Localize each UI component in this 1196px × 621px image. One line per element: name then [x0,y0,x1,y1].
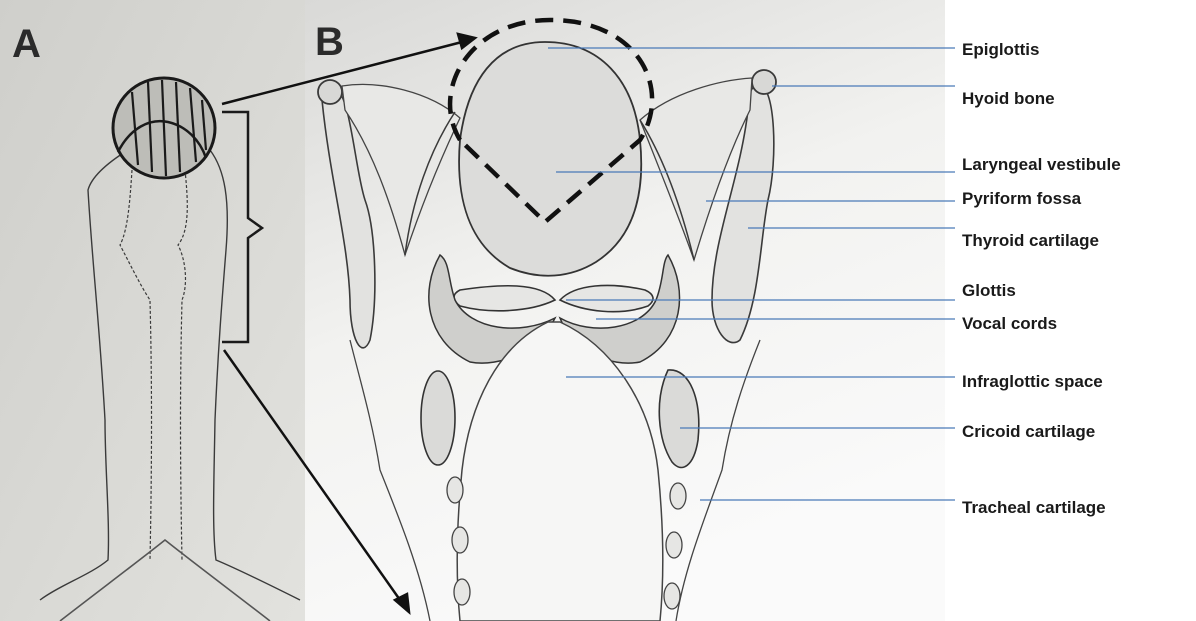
hyoid-left-end [318,80,342,104]
panel-b [305,0,945,621]
label-hyoid-bone: Hyoid bone [962,89,1055,109]
panel-letter-a: A [12,22,41,67]
epiglottis-shape [459,42,641,276]
label-pyriform-fossa: Pyriform fossa [962,189,1081,209]
panel-letter-b: B [315,20,344,65]
label-infraglottic-space: Infraglottic space [962,372,1103,392]
cricoid-left [421,371,455,465]
label-glottis: Glottis [962,281,1016,301]
label-epiglottis: Epiglottis [962,40,1039,60]
label-thyroid-cartilage: Thyroid cartilage [962,231,1099,251]
label-cricoid-cartilage: Cricoid cartilage [962,422,1095,442]
label-vocal-cords: Vocal cords [962,314,1057,334]
label-tracheal-cartilage: Tracheal cartilage [962,498,1106,518]
label-laryngeal-vestibule: Laryngeal vestibule [962,155,1121,175]
hyoid-right-end [752,70,776,94]
